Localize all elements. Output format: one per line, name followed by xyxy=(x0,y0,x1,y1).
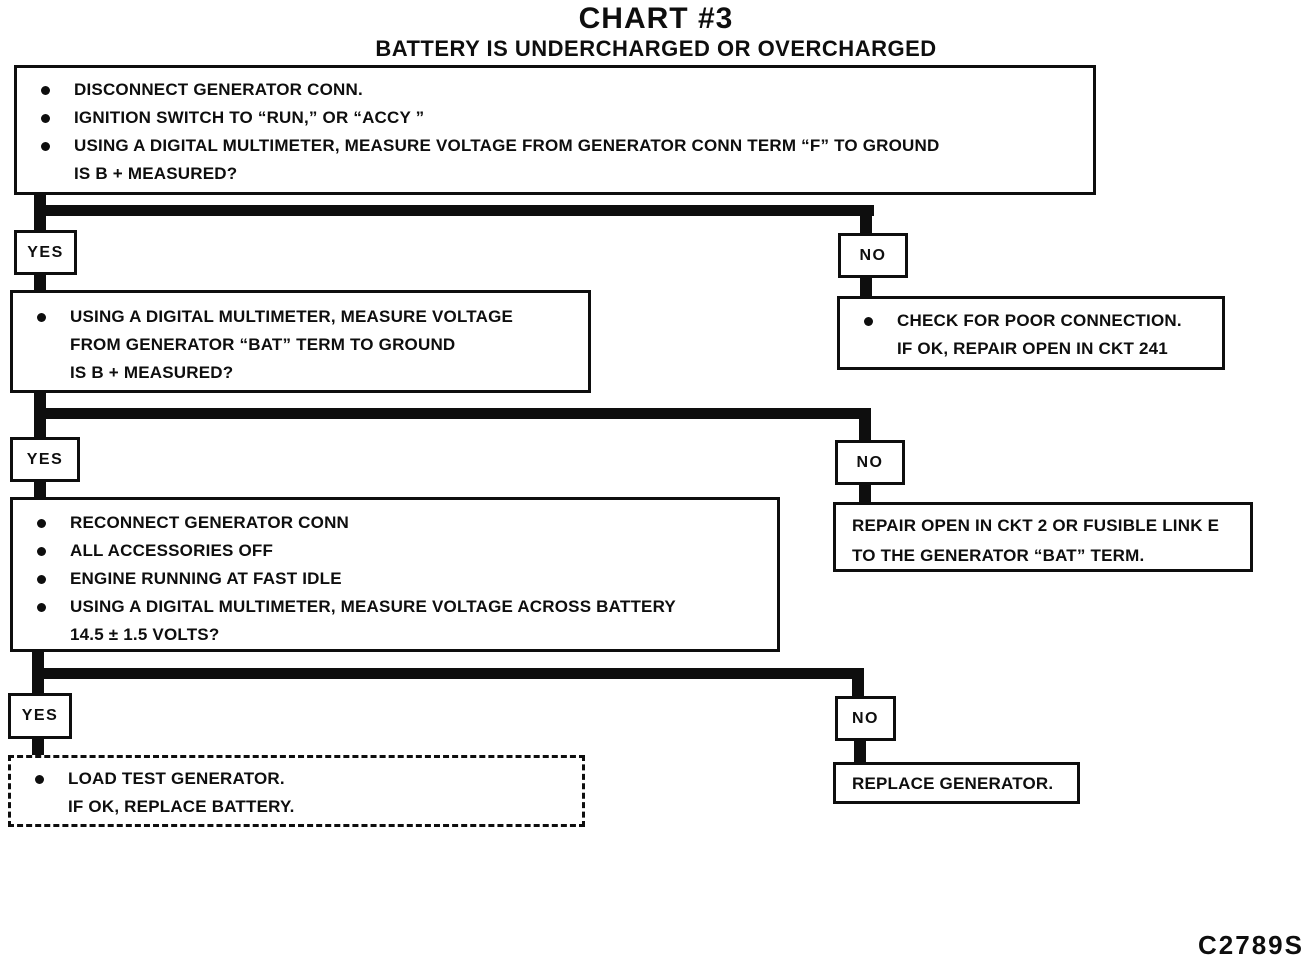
connector-branch3-right-drop xyxy=(852,668,864,698)
step2-yes-box: USING A DIGITAL MULTIMETER, MEASURE VOLT… xyxy=(10,290,591,393)
bullet-icon xyxy=(37,519,46,528)
connector-branch2-horizontal xyxy=(34,408,871,419)
step1-instruction-1: DISCONNECT GENERATOR CONN. xyxy=(74,80,363,99)
yes-node-3: YES xyxy=(8,693,72,739)
step2-bullet-row: USING A DIGITAL MULTIMETER, MEASURE VOLT… xyxy=(27,303,574,331)
no-label: NO xyxy=(852,709,879,727)
step2-instruction-row: FROM GENERATOR “BAT” TERM TO GROUND xyxy=(70,331,574,359)
step3-question-row: 14.5 ± 1.5 VOLTS? xyxy=(70,621,763,649)
step3-no-row: REPAIR OPEN IN CKT 2 OR FUSIBLE LINK E xyxy=(852,511,1236,541)
step2-question: IS B + MEASURED? xyxy=(70,363,234,382)
step3-no-box: REPAIR OPEN IN CKT 2 OR FUSIBLE LINK E T… xyxy=(833,502,1253,572)
yes-label: YES xyxy=(27,243,64,261)
step3-no-line2: TO THE GENERATOR “BAT” TERM. xyxy=(852,546,1145,565)
step4-yes-box: LOAD TEST GENERATOR. IF OK, REPLACE BATT… xyxy=(8,755,585,827)
step1-question-row: IS B + MEASURED? xyxy=(74,160,1079,188)
connector-branch1-right-drop xyxy=(860,205,872,235)
connector-yes2-down xyxy=(34,480,46,499)
step3-instruction-2: ALL ACCESSORIES OFF xyxy=(70,541,274,560)
step2-no-bullet-row: CHECK FOR POOR CONNECTION. xyxy=(854,307,1208,335)
step3-bullet-row: USING A DIGITAL MULTIMETER, MEASURE VOLT… xyxy=(27,593,763,621)
bullet-icon xyxy=(41,142,50,151)
step3-instruction-1: RECONNECT GENERATOR CONN xyxy=(70,513,350,532)
connector-yes1-down xyxy=(34,273,46,292)
connector-no3-down xyxy=(854,739,866,764)
step4-yes-row: IF OK, REPLACE BATTERY. xyxy=(68,793,568,821)
step3-no-row: TO THE GENERATOR “BAT” TERM. xyxy=(852,541,1236,571)
connector-branch3-horizontal xyxy=(32,668,864,679)
no-node-1: NO xyxy=(838,233,908,278)
yes-node-1: YES xyxy=(14,230,77,275)
no-label: NO xyxy=(859,246,887,264)
bullet-icon xyxy=(35,775,44,784)
step1-bullet-row: USING A DIGITAL MULTIMETER, MEASURE VOLT… xyxy=(31,132,1079,160)
step4-no-line1: REPLACE GENERATOR. xyxy=(852,774,1054,793)
bullet-icon xyxy=(864,317,873,326)
step3-yes-box: RECONNECT GENERATOR CONN ALL ACCESSORIES… xyxy=(10,497,780,652)
step3-bullet-row: ENGINE RUNNING AT FAST IDLE xyxy=(27,565,763,593)
no-label: NO xyxy=(856,453,884,471)
bullet-icon xyxy=(37,313,46,322)
bullet-icon xyxy=(41,86,50,95)
step1-box: DISCONNECT GENERATOR CONN. IGNITION SWIT… xyxy=(14,65,1096,195)
connector-branch2-right-drop xyxy=(859,408,871,442)
step4-yes-line1: LOAD TEST GENERATOR. xyxy=(68,769,285,788)
step1-instruction-3: USING A DIGITAL MULTIMETER, MEASURE VOLT… xyxy=(74,136,940,155)
bullet-icon xyxy=(37,575,46,584)
figure-code: C2789S xyxy=(1198,930,1304,960)
step2-no-box: CHECK FOR POOR CONNECTION. IF OK, REPAIR… xyxy=(837,296,1225,370)
step3-instruction-3: ENGINE RUNNING AT FAST IDLE xyxy=(70,569,342,588)
step4-yes-line2: IF OK, REPLACE BATTERY. xyxy=(68,797,295,816)
step2-instruction-line1: USING A DIGITAL MULTIMETER, MEASURE VOLT… xyxy=(70,307,514,326)
page-subtitle: BATTERY IS UNDERCHARGED OR OVERCHARGED xyxy=(375,36,937,61)
step2-no-row: IF OK, REPAIR OPEN IN CKT 241 xyxy=(897,335,1208,363)
bullet-icon xyxy=(37,547,46,556)
step3-bullet-row: RECONNECT GENERATOR CONN xyxy=(27,509,763,537)
step1-bullet-row: IGNITION SWITCH TO “RUN,” OR “ACCY ” xyxy=(31,104,1079,132)
yes-label: YES xyxy=(21,707,59,724)
step1-bullet-row: DISCONNECT GENERATOR CONN. xyxy=(31,76,1079,104)
bullet-icon xyxy=(41,114,50,123)
page-title: CHART #3 xyxy=(578,2,734,35)
step4-no-box: REPLACE GENERATOR. xyxy=(833,762,1080,804)
step3-no-line1: REPAIR OPEN IN CKT 2 OR FUSIBLE LINK E xyxy=(852,516,1220,535)
connector-branch1-horizontal xyxy=(34,205,874,216)
step4-yes-bullet-row: LOAD TEST GENERATOR. xyxy=(25,765,568,793)
step2-no-line1: CHECK FOR POOR CONNECTION. xyxy=(897,311,1182,330)
no-node-2: NO xyxy=(835,440,905,485)
step3-question: 14.5 ± 1.5 VOLTS? xyxy=(70,625,220,644)
step3-instruction-4: USING A DIGITAL MULTIMETER, MEASURE VOLT… xyxy=(70,597,676,616)
step1-question: IS B + MEASURED? xyxy=(74,164,238,183)
connector-yes3-down xyxy=(32,737,44,757)
connector-no2-down xyxy=(859,483,871,504)
step2-instruction-line2: FROM GENERATOR “BAT” TERM TO GROUND xyxy=(70,335,456,354)
connector-no1-down xyxy=(860,276,872,298)
step4-no-row: REPLACE GENERATOR. xyxy=(852,769,1063,799)
no-node-3: NO xyxy=(835,696,896,741)
step2-question-row: IS B + MEASURED? xyxy=(70,359,574,387)
bullet-icon xyxy=(37,603,46,612)
yes-node-2: YES xyxy=(10,437,80,482)
yes-label: YES xyxy=(26,450,64,468)
step3-bullet-row: ALL ACCESSORIES OFF xyxy=(27,537,763,565)
step1-instruction-2: IGNITION SWITCH TO “RUN,” OR “ACCY ” xyxy=(74,108,425,127)
step2-no-line2: IF OK, REPAIR OPEN IN CKT 241 xyxy=(897,339,1168,358)
